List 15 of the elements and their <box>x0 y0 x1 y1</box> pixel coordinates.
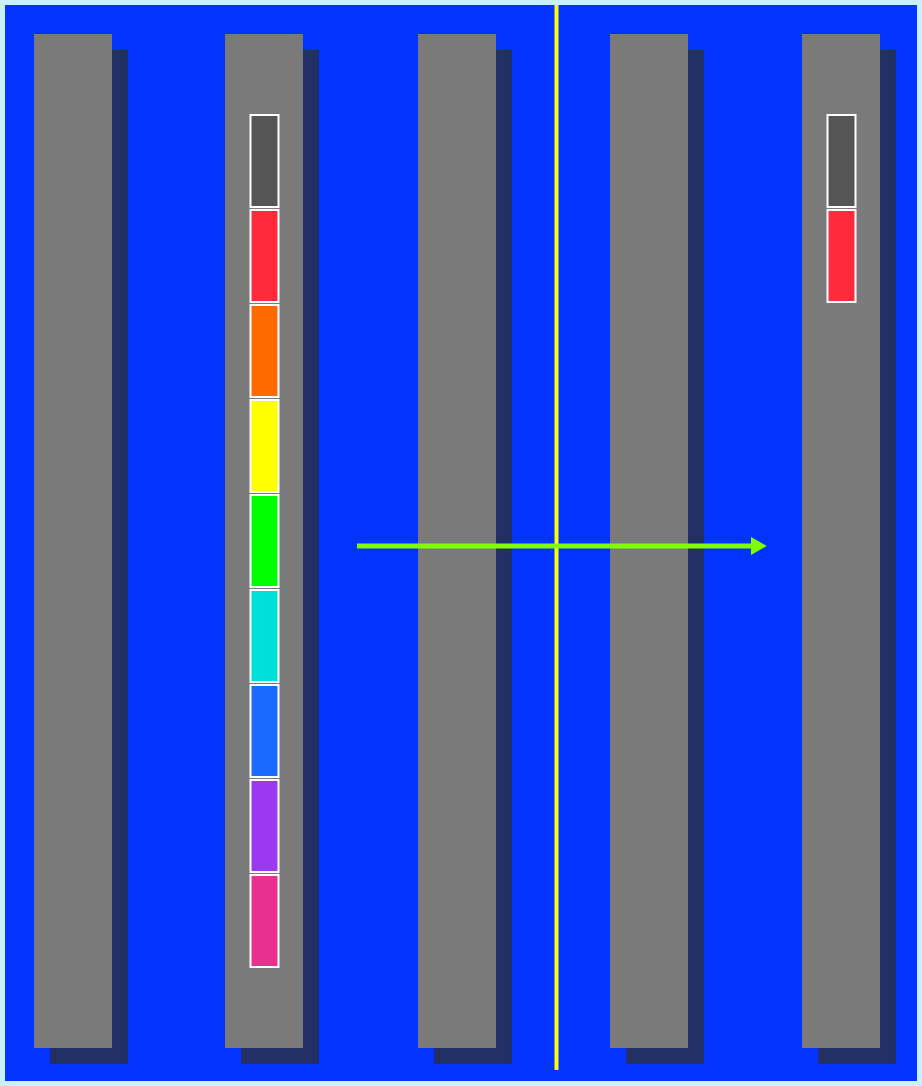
column <box>610 34 704 1064</box>
column <box>802 34 896 1064</box>
color-block <box>249 494 280 588</box>
color-block <box>249 304 280 398</box>
color-block <box>249 399 280 493</box>
column <box>418 34 512 1064</box>
color-block <box>249 114 280 208</box>
color-block <box>249 209 280 303</box>
color-block <box>826 114 857 208</box>
color-block <box>249 779 280 873</box>
color-block <box>249 684 280 778</box>
color-block <box>826 209 857 303</box>
color-block <box>249 874 280 968</box>
column <box>34 34 128 1064</box>
color-block <box>249 589 280 683</box>
